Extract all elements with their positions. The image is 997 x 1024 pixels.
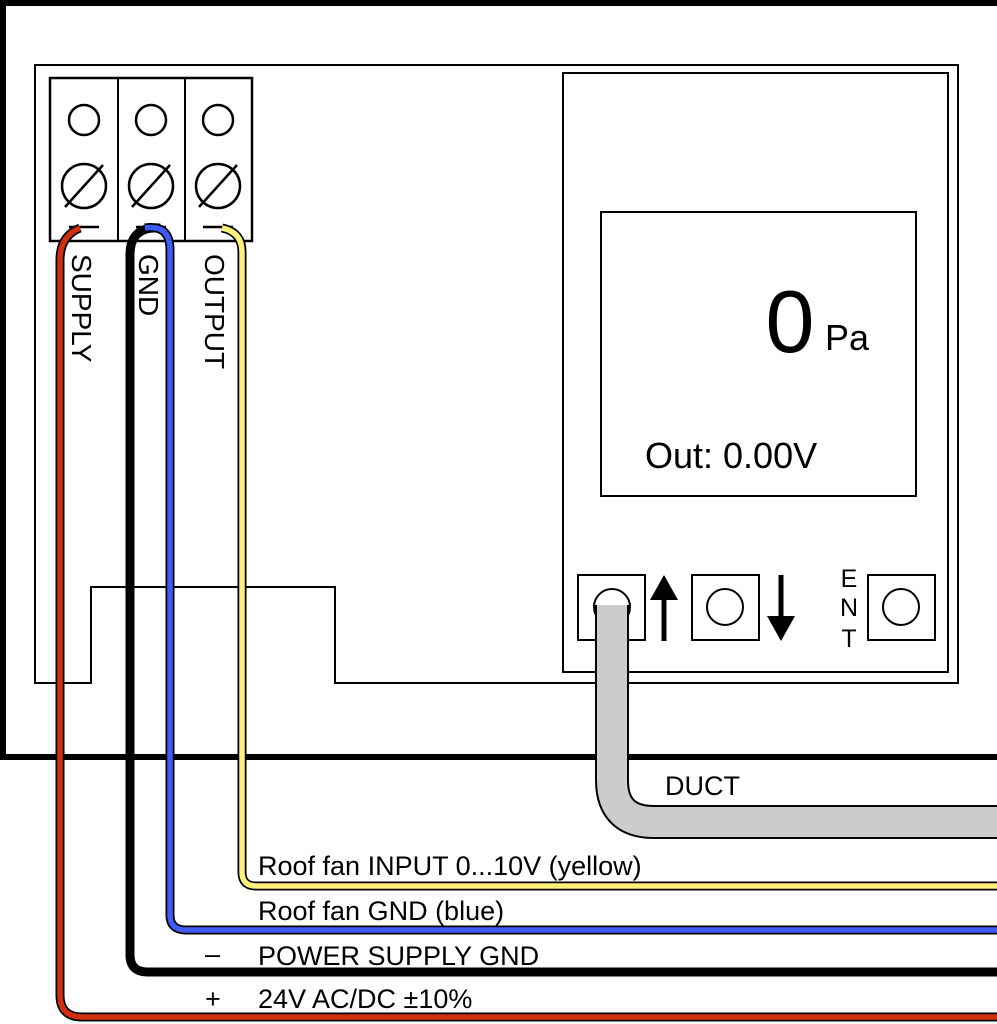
terminal-gnd — [127, 103, 175, 229]
wire-hole-icon — [201, 103, 235, 137]
terminal-label-output: OUTPUT — [199, 254, 230, 369]
wire-label-black: POWER SUPPLY GND — [258, 941, 539, 971]
down-button[interactable] — [691, 574, 760, 641]
duct-label: DUCT — [665, 771, 740, 801]
ent-letter-e: E — [841, 565, 858, 593]
arrow-up-icon — [650, 575, 678, 641]
wire-hole-icon — [134, 103, 168, 137]
duct-tube — [595, 605, 997, 839]
wire-red-supply — [55, 223, 997, 1022]
screw-slot — [131, 164, 171, 208]
terminal-label-supply: SUPPLY — [66, 254, 97, 363]
screw-slot — [198, 164, 238, 208]
wire-hole-icon — [67, 103, 101, 137]
pressure-value: 0 — [766, 272, 815, 371]
arrow-down-icon — [767, 575, 795, 641]
wire-black-gnd — [125, 223, 997, 977]
display-screen — [600, 211, 917, 497]
ent-letter-n: N — [840, 594, 858, 622]
terminal-block — [48, 76, 254, 243]
enter-button[interactable] — [867, 574, 936, 641]
wire-sign-plus: + — [205, 984, 221, 1014]
enclosure — [0, 0, 997, 760]
wire-label-blue: Roof fan GND (blue) — [258, 896, 504, 926]
wire-label-yellow: Roof fan INPUT 0...10V (yellow) — [258, 851, 642, 881]
terminal-output — [194, 103, 242, 229]
output-voltage: Out: 0.00V — [645, 435, 817, 476]
wire-sign-minus: – — [205, 939, 220, 969]
ent-letter-t: T — [841, 625, 856, 653]
inner-panel — [34, 64, 959, 684]
wire-blue-gnd — [144, 222, 997, 935]
pressure-unit: Pa — [825, 317, 870, 358]
wire-yellow-output — [220, 223, 997, 891]
screw-slot — [64, 164, 104, 208]
wire-label-red: 24V AC/DC ±10% — [258, 984, 472, 1014]
terminal-label-gnd: GND — [133, 254, 164, 316]
